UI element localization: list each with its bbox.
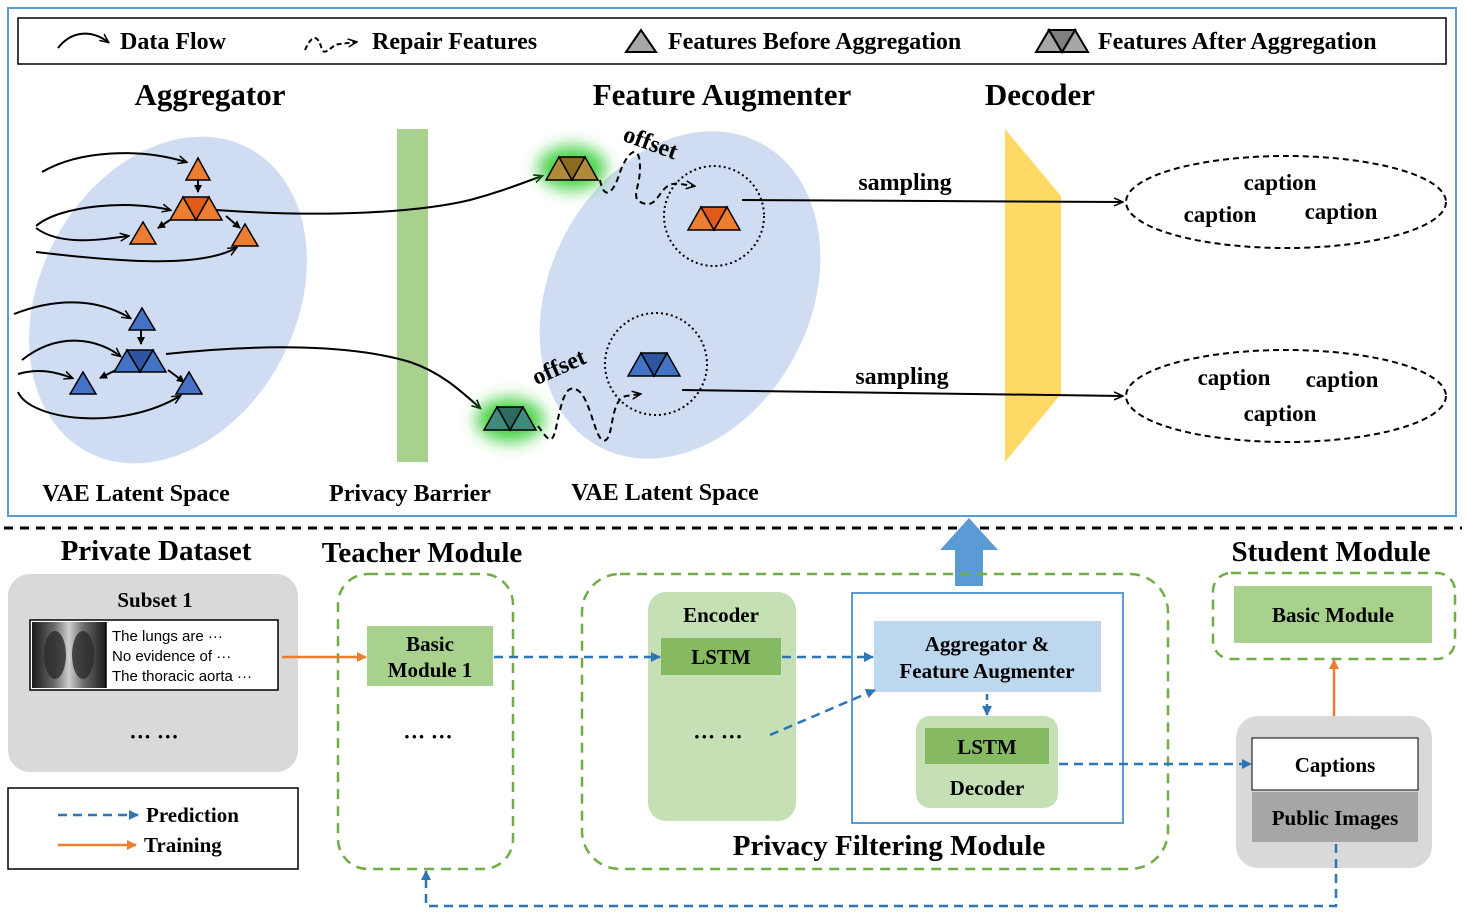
vae-latent-space-right [539,131,821,459]
blue-feature-before-icon [174,370,204,395]
orange-augmented-feature [686,205,742,232]
blue-feature-after-icon [112,348,168,374]
legend-repair-features: Repair Features [372,29,537,55]
basic-module-1-label: Basic [406,632,454,656]
up-arrow-icon [940,518,998,586]
feature-before-icon [624,28,658,53]
aggregator-feature-augmenter-label: Aggregator & [925,632,1050,656]
decoder-shape [1005,129,1061,462]
report-line: The lungs are ··· [112,628,223,645]
feature-augmenter-title: Feature Augmenter [593,77,852,112]
basic-module-1-label: Module 1 [388,658,473,682]
report-line: The thoracic aorta ··· [112,668,252,685]
xray-image [32,622,106,688]
encoder-label: Encoder [683,603,759,627]
caption-text: caption [1305,199,1378,224]
captions-box [1251,737,1419,791]
feature-after-icon [1034,28,1090,54]
teacher-module-title: Teacher Module [322,537,523,569]
sampling-label-bottom: sampling [855,364,948,390]
basic-module-1 [367,626,493,686]
report-line: No evidence of ··· [112,648,231,665]
decoder-lstm-label: LSTM [957,735,1017,759]
lung-right [72,631,94,679]
privacy-barrier-label: Privacy Barrier [329,481,491,507]
orange-sampling-circle [663,165,765,267]
caption-cloud-top [1125,155,1447,249]
vae-latent-space-left-label: VAE Latent Space [42,481,230,507]
public-images-label: Public Images [1272,806,1399,830]
top-legend-frame [17,17,1447,65]
blue-glow-feature [476,398,544,442]
sampling-arrow-top [741,200,1122,202]
bottom-legend-frame [7,787,299,870]
blue-repair-path [537,387,640,442]
sampling-label-top: sampling [858,170,951,196]
subset-label: Subset 1 [117,588,192,612]
legend-features-after: Features After Aggregation [1098,29,1377,55]
caption-text: caption [1306,367,1379,392]
aggregator-feature-augmenter-label: Feature Augmenter [899,659,1074,683]
aggregator-feature-augmenter-box [874,621,1101,692]
encoder-lstm [661,638,781,675]
orange-feature-before-icon [230,222,260,247]
blue-group-input-flows [13,301,180,420]
orange-cross-barrier-flow [215,176,542,215]
orange-feature-before-icon [184,156,212,181]
prediction-arrow-public-teacher [421,844,1338,908]
data-flow-arrow-icon [57,32,108,49]
encoder-lstm-label: LSTM [691,645,751,669]
teacher-ellipsis: ··· ··· [403,724,453,749]
legend-training: Training [144,833,222,857]
teacher-module-box [336,572,515,871]
legend-data-flow: Data Flow [120,29,227,55]
blue-sampling-circle [604,312,708,416]
vae-latent-space-left [29,136,307,464]
blue-augmented-feature [626,351,682,378]
blue-cross-barrier-flow [165,346,480,408]
dataset-ellipsis: ··· ··· [129,724,179,749]
privacy-filtering-module-box [580,572,1170,871]
blue-feature-before-icon [68,370,98,395]
aggregator-title: Aggregator [135,77,286,112]
encoder-ellipsis: ··· ··· [693,724,743,749]
legend-prediction: Prediction [146,803,239,827]
orange-feature-after-icon [168,195,224,222]
vae-latent-space-right-label: VAE Latent Space [571,480,759,506]
student-module-title: Student Module [1231,536,1430,568]
orange-glow-feature [538,146,606,190]
prediction-arrow-encoder-aggregator [769,688,876,737]
privacy-barrier-bar [397,129,428,462]
orange-group-input-flows [35,152,236,263]
lung-left [44,631,66,679]
caption-text: caption [1184,202,1257,227]
student-basic-module [1234,586,1432,643]
captions-label: Captions [1295,753,1376,777]
student-basic-module-label: Basic Module [1272,603,1394,627]
decoder-lstm [925,728,1049,764]
blue-feature-before-icon [127,306,157,331]
orange-feature-cluster [128,156,260,247]
caption-cloud-bottom [1125,349,1447,443]
top-legend: Data Flow Repair Features Features Befor… [17,17,1447,65]
sampling-arrow-bottom [681,389,1122,396]
public-images-box [1252,792,1418,842]
privacy-filtering-title: Privacy Filtering Module [733,830,1046,862]
caption-text: caption [1244,170,1317,195]
caption-text: caption [1244,401,1317,426]
decoder-module-label: Decoder [950,776,1025,800]
blue-feature-cluster [68,306,204,395]
decoder-title: Decoder [985,77,1095,112]
aggregation-decoder-frame [851,592,1124,824]
orange-repair-path [599,151,694,206]
caption-text: caption [1198,365,1271,390]
legend-features-before: Features Before Aggregation [668,29,961,55]
private-dataset-title: Private Dataset [61,535,252,567]
repair-features-arrow-icon [304,37,356,53]
orange-feature-before-icon [128,220,158,245]
